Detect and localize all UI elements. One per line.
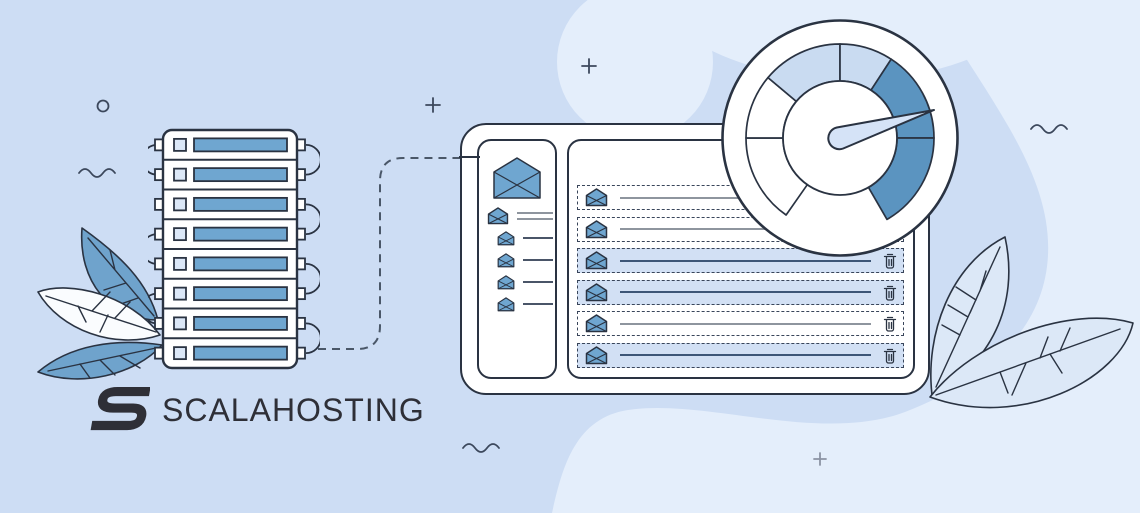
mail-row bbox=[577, 342, 904, 368]
trash-icon bbox=[883, 285, 897, 301]
mail-icon bbox=[585, 251, 608, 270]
mail-row-line bbox=[620, 291, 871, 293]
open-mail-icon bbox=[493, 157, 541, 199]
brand-name: SCALAHOSTING bbox=[162, 391, 425, 428]
trash-icon bbox=[883, 348, 897, 364]
scalahosting-s-logo bbox=[90, 386, 150, 431]
squiggle-decoration bbox=[1030, 124, 1068, 134]
mail-row-line bbox=[620, 228, 871, 230]
leaf bbox=[929, 317, 1134, 409]
sidebar-item bbox=[497, 295, 553, 313]
sidebar-item bbox=[497, 251, 553, 269]
trash-icon bbox=[883, 253, 897, 269]
connection-dashed-line bbox=[318, 157, 463, 350]
mail-row-line bbox=[620, 322, 871, 325]
mail-icon bbox=[497, 296, 515, 311]
text-line bbox=[523, 259, 553, 261]
mail-icon bbox=[585, 219, 608, 238]
server-units bbox=[163, 137, 297, 361]
connector-stub bbox=[459, 156, 480, 159]
mail-row-line bbox=[620, 354, 871, 356]
brand-logo: SCALAHOSTING bbox=[86, 384, 425, 436]
speed-gauge bbox=[721, 19, 959, 257]
mail-row-line bbox=[620, 259, 871, 262]
mail-icon bbox=[497, 274, 515, 289]
light-circle bbox=[557, 0, 713, 140]
text-line bbox=[523, 281, 553, 283]
mail-icon bbox=[497, 230, 515, 245]
gauge-segments bbox=[745, 43, 935, 221]
sidebar-item bbox=[487, 207, 553, 225]
text-line bbox=[523, 303, 553, 305]
mail-row bbox=[577, 248, 904, 273]
sidebar-item bbox=[497, 273, 553, 291]
sidebar-folder-list bbox=[487, 207, 553, 313]
plus-decoration bbox=[813, 452, 827, 466]
plus-decoration bbox=[425, 97, 441, 113]
sidebar-item bbox=[497, 229, 553, 247]
mail-sidebar bbox=[477, 139, 557, 379]
leaves-left bbox=[37, 227, 163, 380]
mail-row bbox=[577, 279, 904, 305]
trash-icon bbox=[883, 316, 897, 332]
mail-icon bbox=[585, 314, 608, 333]
mail-row bbox=[577, 311, 904, 336]
gauge-needle bbox=[827, 109, 935, 151]
text-line bbox=[523, 237, 553, 239]
mail-icon bbox=[497, 252, 515, 267]
leaves-right bbox=[929, 236, 1134, 409]
mail-icon bbox=[585, 282, 608, 301]
server-rack bbox=[148, 128, 320, 370]
text-line bbox=[517, 218, 553, 220]
squiggle-decoration bbox=[78, 168, 116, 178]
text-line bbox=[517, 212, 553, 214]
circle-decoration bbox=[96, 99, 110, 113]
plus-decoration bbox=[581, 58, 597, 74]
squiggle-decoration bbox=[462, 443, 500, 453]
mail-icon bbox=[585, 188, 608, 207]
mail-panel bbox=[459, 123, 930, 395]
mail-icon bbox=[487, 207, 509, 225]
mail-row-container bbox=[577, 185, 904, 374]
mail-icon bbox=[585, 345, 608, 364]
